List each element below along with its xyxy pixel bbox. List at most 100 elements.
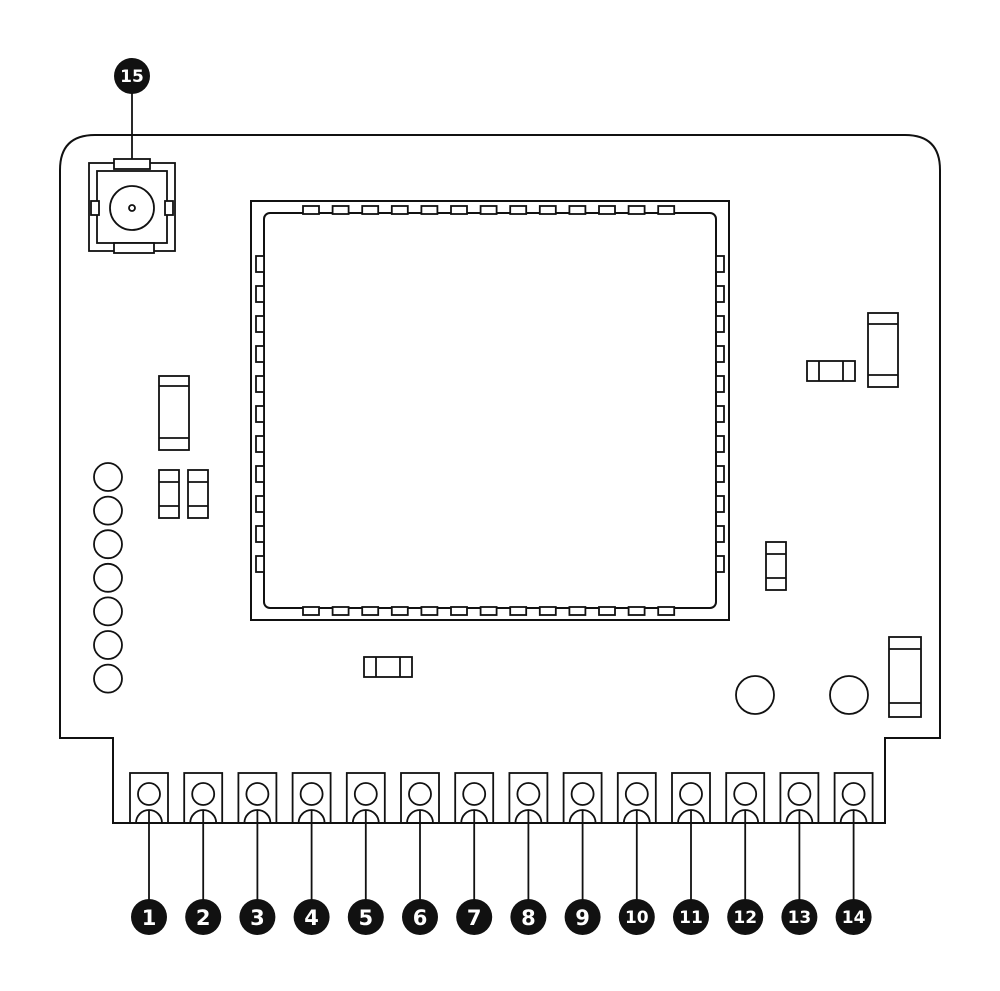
capacitor-c2 xyxy=(187,469,209,519)
callout-circle xyxy=(618,899,655,935)
mounting-pad-1 xyxy=(735,675,775,715)
module-pad-left xyxy=(255,555,265,573)
callout-circle xyxy=(239,899,276,935)
callout-badge-9: 9 xyxy=(564,899,601,935)
callout-badge-11: 11 xyxy=(673,899,709,935)
header-hole xyxy=(93,630,123,660)
callout-circle xyxy=(114,58,150,94)
callout-number: 6 xyxy=(413,906,428,930)
header-hole xyxy=(93,562,123,593)
module-pad-left xyxy=(255,255,265,273)
module-pad-top xyxy=(538,205,557,215)
module-pad-bottom xyxy=(302,606,320,616)
module-pad-top xyxy=(361,205,380,215)
module-pad-left xyxy=(255,465,265,483)
callout-circle xyxy=(402,899,438,935)
callout-badge-7: 7 xyxy=(456,899,493,935)
module-pad-bottom xyxy=(479,606,498,616)
module-pad-bottom xyxy=(657,606,676,616)
module-pad-top xyxy=(568,205,587,215)
callout-badge-10: 10 xyxy=(618,899,655,935)
callout-number: 12 xyxy=(733,908,757,928)
callout-number: 10 xyxy=(625,908,649,928)
callout-circle xyxy=(185,899,222,935)
callout-circle xyxy=(673,899,709,935)
callout-number: 15 xyxy=(120,67,144,87)
header-hole xyxy=(93,495,123,526)
callout-badge-14: 14 xyxy=(835,899,872,935)
module-pad-bottom xyxy=(627,606,646,616)
module-pad-left xyxy=(255,345,265,363)
callout-circle xyxy=(131,899,167,935)
callout-number: 8 xyxy=(521,906,536,930)
module-pad-right xyxy=(715,405,725,423)
header-hole xyxy=(93,596,123,627)
antenna-connector xyxy=(88,158,176,254)
module-pad-right xyxy=(715,375,725,393)
resistor-r1 xyxy=(158,375,190,451)
module-pad-top xyxy=(657,205,676,215)
module-pad-right xyxy=(715,465,725,483)
callout-circle xyxy=(835,899,872,935)
module-pad-bottom xyxy=(361,606,380,616)
capacitor-c3 xyxy=(806,360,856,382)
module-pad-top xyxy=(302,205,320,215)
module-pad-left xyxy=(255,525,265,543)
callout-circle xyxy=(293,899,330,935)
callout-badge-5: 5 xyxy=(347,899,384,935)
callout-circle xyxy=(347,899,384,935)
module-pad-top xyxy=(450,205,468,215)
callout-circle xyxy=(456,899,493,935)
callout-circle xyxy=(727,899,764,935)
module-pad-bottom xyxy=(568,606,587,616)
header-holes xyxy=(93,462,123,694)
callout-circle xyxy=(564,899,601,935)
wifi-module xyxy=(250,200,730,621)
module-pad-right xyxy=(715,555,725,573)
callout-number: 3 xyxy=(250,906,265,930)
module-pad-top xyxy=(479,205,498,215)
module-pad-right xyxy=(715,255,725,273)
callout-badge-12: 12 xyxy=(727,899,764,935)
module-pad-right xyxy=(715,435,725,453)
callout-number: 13 xyxy=(788,908,812,928)
module-pad-right xyxy=(715,525,725,543)
module-pad-bottom xyxy=(450,606,468,616)
callout-badge-8: 8 xyxy=(510,899,547,935)
module-pad-left xyxy=(255,435,265,453)
header-hole xyxy=(93,529,123,560)
mounting-pad-2 xyxy=(829,675,869,715)
callout-number: 1 xyxy=(142,906,157,930)
header-hole xyxy=(93,462,123,492)
callout-badge-1: 1 xyxy=(131,899,167,935)
capacitor-c4 xyxy=(765,541,787,591)
callout-badge-6: 6 xyxy=(402,899,438,935)
module-pad-left xyxy=(255,285,265,303)
callout-badge-3: 3 xyxy=(239,899,276,935)
callout-badge-2: 2 xyxy=(185,899,222,935)
callout-badge-13: 13 xyxy=(781,899,818,935)
callout-number: 5 xyxy=(358,906,373,930)
module-pad-left xyxy=(255,315,265,333)
callout-number: 2 xyxy=(196,906,211,930)
callout-circle xyxy=(781,899,818,935)
module-pad-top xyxy=(420,205,439,215)
module-pad-bottom xyxy=(538,606,557,616)
module-pad-bottom xyxy=(598,606,616,616)
module-pad-bottom xyxy=(420,606,439,616)
capacitor-c5 xyxy=(363,656,413,678)
module-pad-top xyxy=(390,205,409,215)
module-pad-right xyxy=(715,315,725,333)
module-pad-left xyxy=(255,495,265,513)
module-pad-bottom xyxy=(509,606,528,616)
edge-pins xyxy=(129,772,874,900)
callout-number: 9 xyxy=(575,906,590,930)
callout-number: 14 xyxy=(842,908,866,928)
module-pad-top xyxy=(598,205,616,215)
capacitor-c1 xyxy=(158,469,180,519)
module-pad-top xyxy=(331,205,350,215)
callout-number: 11 xyxy=(679,908,703,928)
module-pad-top xyxy=(509,205,528,215)
